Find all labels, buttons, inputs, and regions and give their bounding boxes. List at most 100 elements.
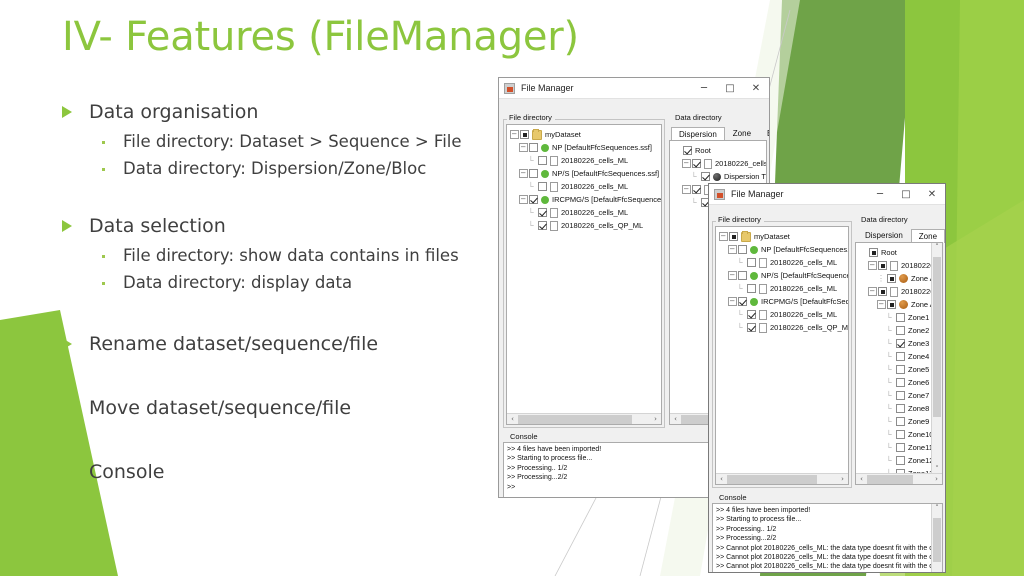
horizontal-scrollbar[interactable]: ‹ › xyxy=(716,473,848,484)
tree-node-checkbox[interactable] xyxy=(878,287,887,296)
collapse-toggle-icon[interactable] xyxy=(519,142,528,152)
maximize-button[interactable]: □ xyxy=(901,188,911,200)
tree-node-checkbox[interactable] xyxy=(896,456,905,465)
tab-bloc[interactable]: Bloc xyxy=(759,126,769,140)
minimize-button[interactable]: ─ xyxy=(876,188,884,200)
tree-node-checkbox[interactable] xyxy=(747,310,756,319)
tree-node-checkbox[interactable] xyxy=(701,172,710,181)
maximize-button[interactable]: □ xyxy=(725,82,735,94)
scroll-left-icon[interactable]: ‹ xyxy=(860,475,863,483)
collapse-toggle-icon[interactable] xyxy=(519,194,528,204)
vertical-scrollbar[interactable]: ˄ ˅ xyxy=(931,504,942,572)
tree-node-checkbox[interactable] xyxy=(683,146,692,155)
tree-node-checkbox[interactable] xyxy=(896,326,905,335)
tree-node-checkbox[interactable] xyxy=(747,258,756,267)
tab-dispersion[interactable]: Dispersion xyxy=(671,127,725,141)
tree-node-checkbox[interactable] xyxy=(896,404,905,413)
collapse-toggle-icon[interactable] xyxy=(682,158,691,168)
tree-node-checkbox[interactable] xyxy=(869,248,878,257)
tree-node[interactable]: ⋮Zone Abs xyxy=(859,272,942,285)
horizontal-scrollbar[interactable]: ‹ › xyxy=(507,413,661,424)
vertical-scrollbar[interactable]: ˄ ˅ xyxy=(931,243,942,473)
tree-node[interactable]: └20180226_cells_ML xyxy=(510,154,661,167)
tree-node[interactable]: NP/S [DefaultFfcSequences.ssf] xyxy=(510,167,661,180)
tree-node[interactable]: 20180226_cells_M xyxy=(859,259,942,272)
tree-node-checkbox[interactable] xyxy=(538,208,547,217)
file-directory-tree[interactable]: myDatasetNP [DefaultFfcSequences.ssf]└20… xyxy=(506,124,662,425)
tree-node-checkbox[interactable] xyxy=(538,221,547,230)
tree-node-checkbox[interactable] xyxy=(896,430,905,439)
tree-node[interactable]: IRCPMG/S [DefaultFfcSequences.ss xyxy=(719,295,848,308)
tree-node[interactable]: └20180226_cells_QP_ML xyxy=(719,321,848,334)
tree-node[interactable]: └Zone3 xyxy=(859,337,930,350)
tree-node[interactable]: └Zone7 xyxy=(859,389,930,402)
scroll-up-icon[interactable]: ˄ xyxy=(935,243,939,251)
tree-node[interactable]: └Dispersion T1 (Abs xyxy=(673,170,766,183)
window-titlebar[interactable]: File Manager ─ □ ✕ xyxy=(709,184,945,205)
tree-node[interactable]: 20180226_cells_Q xyxy=(859,285,942,298)
tree-node[interactable]: 20180226_cells_ML xyxy=(673,157,766,170)
tree-node-checkbox[interactable] xyxy=(747,323,756,332)
collapse-toggle-icon[interactable] xyxy=(519,168,528,178)
tree-node-checkbox[interactable] xyxy=(529,143,538,152)
tree-node[interactable]: └Zone4 xyxy=(859,350,930,363)
scroll-up-icon[interactable]: ˄ xyxy=(935,504,939,512)
tree-node-checkbox[interactable] xyxy=(529,169,538,178)
scroll-right-icon[interactable]: › xyxy=(935,475,938,483)
tree-node[interactable]: Root xyxy=(859,246,930,259)
tree-node-checkbox[interactable] xyxy=(738,245,747,254)
tab-zone[interactable]: Zone xyxy=(910,229,945,243)
horizontal-scrollbar[interactable]: ‹ › xyxy=(856,473,942,484)
tree-node[interactable]: IRCPMG/S [DefaultFfcSequences.ssf] xyxy=(510,193,661,206)
tree-node-checkbox[interactable] xyxy=(520,130,529,139)
tree-node[interactable]: myDataset xyxy=(510,128,661,141)
collapse-toggle-icon[interactable] xyxy=(510,129,519,139)
collapse-toggle-icon[interactable] xyxy=(719,231,728,241)
tree-node[interactable]: └20180226_cells_ML xyxy=(719,282,848,295)
tree-node[interactable]: └Zone9 xyxy=(859,415,930,428)
tree-node-checkbox[interactable] xyxy=(887,300,896,309)
scroll-left-icon[interactable]: ‹ xyxy=(674,415,677,423)
scroll-left-icon[interactable]: ‹ xyxy=(720,475,723,483)
tree-node-checkbox[interactable] xyxy=(896,417,905,426)
tree-node[interactable]: NP/S [DefaultFfcSequences.ssf] xyxy=(719,269,848,282)
tree-node-checkbox[interactable] xyxy=(538,156,547,165)
tab-bloc[interactable]: Bloc xyxy=(945,228,946,242)
tree-node[interactable]: Root xyxy=(673,144,766,157)
collapse-toggle-icon[interactable] xyxy=(877,299,886,309)
tree-node-checkbox[interactable] xyxy=(692,185,701,194)
tree-node[interactable]: └Zone5 xyxy=(859,363,930,376)
tab-dispersion[interactable]: Dispersion xyxy=(865,231,903,240)
tree-node[interactable]: └Zone12 xyxy=(859,454,933,467)
file-manager-window-front[interactable]: File Manager ─ □ ✕ File directory myData… xyxy=(708,183,946,573)
tree-node-checkbox[interactable] xyxy=(896,443,905,452)
tree-node[interactable]: └Zone1 xyxy=(859,311,930,324)
tree-node-checkbox[interactable] xyxy=(896,339,905,348)
collapse-toggle-icon[interactable] xyxy=(868,260,877,270)
data-directory-tree[interactable]: Root20180226_cells_M⋮Zone Abs20180226_ce… xyxy=(855,242,943,485)
tree-node[interactable]: └Zone6 xyxy=(859,376,930,389)
tree-node[interactable]: └Zone11 xyxy=(859,441,933,454)
tree-node[interactable]: myDataset xyxy=(719,230,848,243)
tree-node-checkbox[interactable] xyxy=(896,391,905,400)
scroll-right-icon[interactable]: › xyxy=(841,475,844,483)
tree-node-checkbox[interactable] xyxy=(529,195,538,204)
tree-node[interactable]: └Zone10 xyxy=(859,428,933,441)
collapse-toggle-icon[interactable] xyxy=(868,286,877,296)
collapse-toggle-icon[interactable] xyxy=(728,244,737,254)
data-directory-tabs[interactable]: Dispersion Zone Bloc xyxy=(855,227,946,243)
tree-node-checkbox[interactable] xyxy=(896,352,905,361)
tree-node[interactable]: Zone Abs xyxy=(859,298,942,311)
tree-node-checkbox[interactable] xyxy=(738,271,747,280)
scroll-right-icon[interactable]: › xyxy=(654,415,657,423)
tree-node-checkbox[interactable] xyxy=(738,297,747,306)
collapse-toggle-icon[interactable] xyxy=(728,270,737,280)
tree-node[interactable]: └20180226_cells_ML xyxy=(510,206,661,219)
data-directory-tabs[interactable]: Dispersion Zone Bloc xyxy=(669,125,769,141)
tree-node-checkbox[interactable] xyxy=(896,378,905,387)
tree-node[interactable]: └20180226_cells_ML xyxy=(719,308,848,321)
tree-node[interactable]: └20180226_cells_ML xyxy=(719,256,848,269)
tree-node[interactable]: └20180226_cells_QP_ML xyxy=(510,219,661,232)
scroll-down-icon[interactable]: ˅ xyxy=(935,465,939,473)
tree-node-checkbox[interactable] xyxy=(538,182,547,191)
